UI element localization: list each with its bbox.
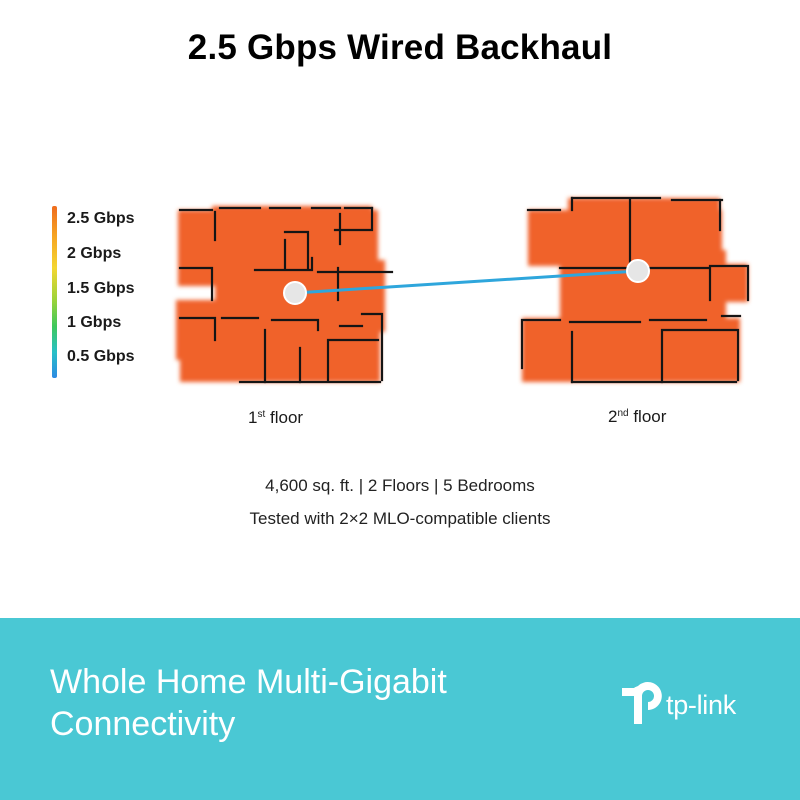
page-title: 2.5 Gbps Wired Backhaul — [187, 28, 613, 67]
legend-label-2-5: 2.5 Gbps — [67, 210, 135, 227]
first-floor-plan — [176, 206, 394, 384]
legend-label-0-5: 0.5 Gbps — [67, 348, 135, 365]
footer-banner: Whole Home Multi-Gigabit Connectivity tp… — [0, 618, 800, 800]
legend-gradient-bar — [52, 206, 57, 378]
second-floor-walls — [520, 196, 750, 384]
second-floor-label: 2nd floor — [608, 407, 667, 426]
second-floor-coverage — [522, 198, 748, 382]
floor-plans-heatmap — [176, 196, 750, 384]
legend-label-1-5: 1.5 Gbps — [67, 280, 135, 297]
first-floor-coverage — [176, 206, 385, 382]
first-floor-label: 1st floor — [248, 408, 304, 427]
footer-headline: Whole Home Multi-Gigabit Connectivity — [50, 661, 447, 745]
first-floor-walls — [178, 206, 394, 384]
tp-link-logo-icon — [622, 682, 662, 724]
brand-logo: tp-link — [616, 680, 776, 740]
legend-label-2: 2 Gbps — [67, 245, 122, 262]
test-clients-line: Tested with 2×2 MLO-compatible clients — [249, 509, 551, 528]
backhaul-link-line — [294, 269, 639, 295]
brand-name: tp-link — [666, 690, 736, 720]
legend-label-1: 1 Gbps — [67, 314, 122, 331]
second-floor-node-icon — [626, 259, 650, 283]
footer-headline-line2: Connectivity — [50, 705, 236, 743]
second-floor-plan — [520, 196, 750, 384]
footer-headline-line1: Whole Home Multi-Gigabit — [50, 663, 447, 701]
first-floor-node-icon — [283, 281, 307, 305]
home-stats-line: 4,600 sq. ft. | 2 Floors | 5 Bedrooms — [265, 476, 535, 495]
